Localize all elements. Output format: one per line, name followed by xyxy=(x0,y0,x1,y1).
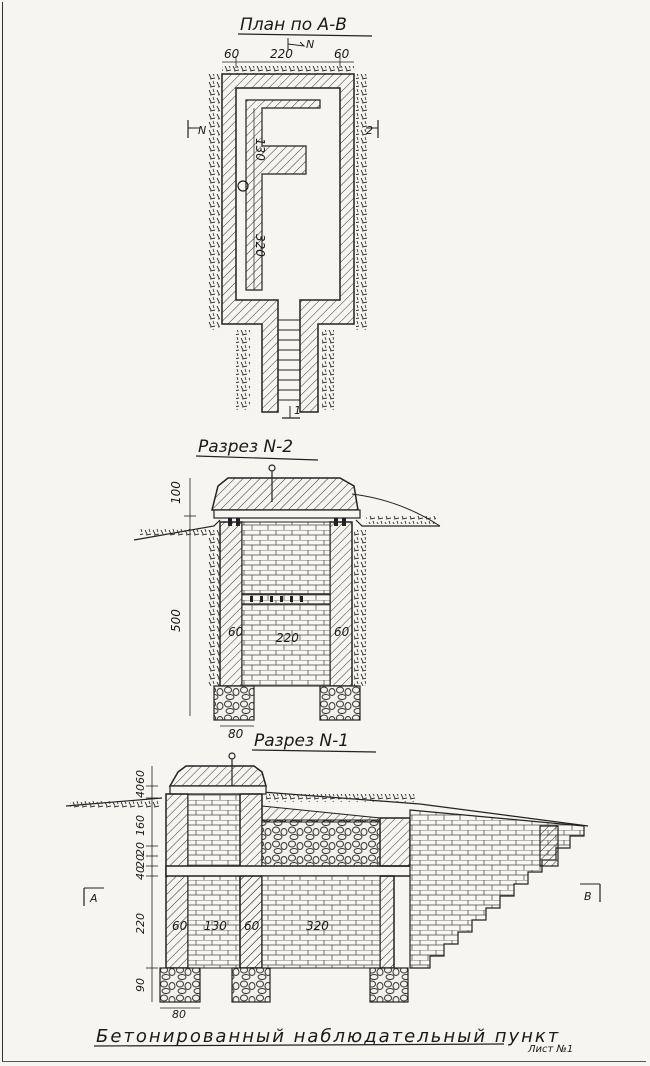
section-1-view: Разрез N-1 xyxy=(65,731,601,1021)
section-1-dim-left-4: 20 xyxy=(134,842,147,856)
plan-title: План по А-В xyxy=(240,15,347,35)
section-2-dim-3: 60 xyxy=(334,625,350,639)
section-1-dim-footing: 80 xyxy=(172,1008,186,1021)
plan-cut-right: 2 xyxy=(366,124,373,137)
plan-cut-left: N xyxy=(198,124,206,137)
section-1-title: Разрез N-1 xyxy=(254,731,349,751)
section-2-dim-footing: 80 xyxy=(228,727,244,741)
section-2-dim-left-1: 100 xyxy=(169,481,183,504)
section-2-view: Разрез N-2 xyxy=(133,437,441,741)
plan-dim-top-2: 220 xyxy=(270,47,293,61)
section-1-dim-left-5: 20 xyxy=(134,854,147,868)
plan-view: План по А-В xyxy=(187,15,379,419)
section-1-dim-left-7: 220 xyxy=(134,913,147,934)
section-1-dim-3: 60 xyxy=(244,919,260,933)
section-2-dim-2: 220 xyxy=(276,631,299,645)
section-1-cut-right: B xyxy=(584,890,592,903)
plan-dim-top-1: 60 xyxy=(224,47,240,61)
plan-dim-inner-2: 320 xyxy=(253,234,267,257)
drawing-caption: Бетонированный наблюдательный пункт xyxy=(96,1026,560,1047)
plan-cut-bottom: 1 xyxy=(294,404,301,417)
section-2-dim-1: 60 xyxy=(228,625,244,639)
section-1-dim-left-3: 160 xyxy=(134,815,147,836)
section-1-dim-left-1: 60 xyxy=(134,770,147,784)
section-1-dim-2: 130 xyxy=(204,919,227,933)
section-1-dim-left-6: 40 xyxy=(134,866,147,880)
section-1-dim-4: 320 xyxy=(306,919,329,933)
plan-north-label: N xyxy=(306,38,314,51)
plan-dim-top-3: 60 xyxy=(334,47,350,61)
section-1-dim-1: 60 xyxy=(172,919,188,933)
section-2-title: Разрез N-2 xyxy=(198,437,293,457)
sheet-number: Лист №1 xyxy=(527,1044,573,1055)
section-1-dim-left-2: 40 xyxy=(134,784,147,798)
section-1-cut-left: A xyxy=(89,892,98,905)
section-2-dim-left-2: 500 xyxy=(169,609,183,632)
plan-dim-inner-1: 130 xyxy=(253,138,267,161)
caption-block: Бетонированный наблюдательный пункт Лист… xyxy=(93,1026,573,1055)
section-1-dim-left-8: 90 xyxy=(134,978,147,992)
